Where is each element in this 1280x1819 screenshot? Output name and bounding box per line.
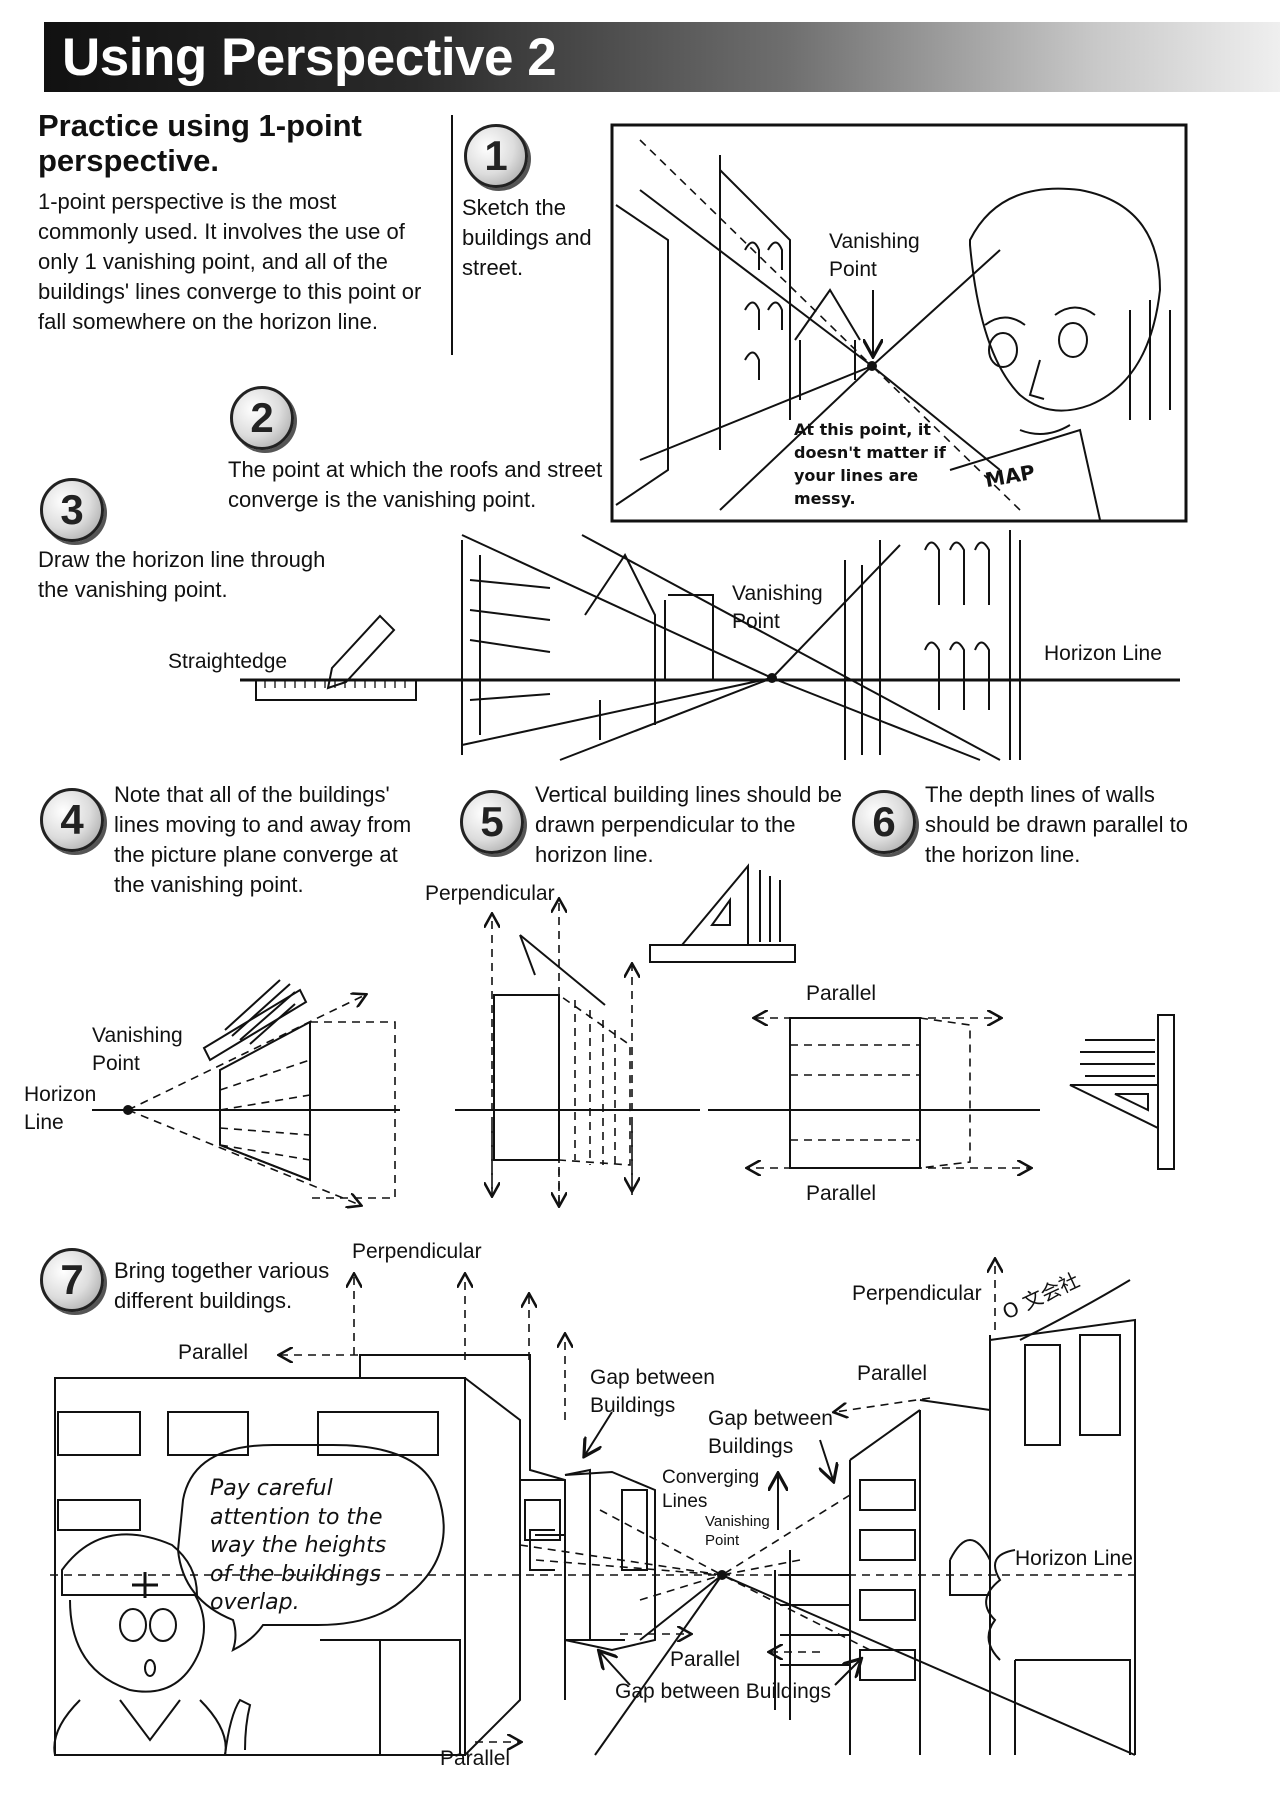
- converge-diagram: [92, 979, 400, 1205]
- helmet-icon: [61, 1533, 199, 1596]
- set-square-icon: [679, 863, 749, 946]
- gap-right-label: Gap between Buildings: [708, 1407, 833, 1458]
- title-banner: [44, 22, 1280, 92]
- intro-heading: Practice using 1-point perspective.: [38, 108, 362, 178]
- ruler-vertical-icon: [1157, 1014, 1175, 1170]
- intro-body: 1-point perspective is the most commonly…: [38, 189, 422, 334]
- perpendicular-diagram: [455, 863, 796, 1205]
- vanishing-point-dot-3: [767, 673, 777, 683]
- step-2-text: The point at which the roofs and street …: [228, 457, 603, 512]
- sketch-panel-lines: [615, 139, 1171, 521]
- scene-horizon-line-label: Horizon Line: [1015, 1547, 1133, 1570]
- set-square-icon-6: [1069, 1084, 1159, 1130]
- page-title: Using Perspective 2: [62, 28, 557, 87]
- step-badge-3: 3: [40, 478, 104, 542]
- step-badge-1: 1: [464, 124, 528, 188]
- pencil-icon: [326, 614, 396, 690]
- street-scene: [50, 1260, 1136, 1756]
- diagram-vanishing-point-label: Vanishing Point: [92, 1024, 183, 1075]
- step-badge-6: 6: [852, 790, 916, 854]
- step-5-text: Vertical building lines should be drawn …: [535, 782, 842, 867]
- step-badge-2: 2: [230, 386, 294, 450]
- sketch-panel-frame: [610, 123, 1188, 523]
- panel1-messy-note: At this point, it doesn't matter if your…: [794, 420, 946, 508]
- scene-parallel-top-right-label: Parallel: [857, 1362, 928, 1385]
- vanishing-point-dot-1: [867, 361, 877, 371]
- diagram-horizon-line-label: Horizon Line: [24, 1083, 97, 1134]
- vanishing-point-dot-7: [717, 1570, 727, 1580]
- ruler-icon: [202, 988, 308, 1062]
- gap-left-label: Gap between Buildings: [590, 1366, 715, 1417]
- step-4-text: Note that all of the buildings' lines mo…: [114, 782, 412, 897]
- straightedge: [255, 679, 417, 701]
- scene-parallel-bottom-center-label: Parallel: [670, 1648, 741, 1671]
- converging-lines-label: Converging Lines: [662, 1467, 760, 1512]
- step-3-text: Draw the horizon line through the vanish…: [38, 547, 326, 602]
- scene-vanishing-point-label: Vanishing Point: [705, 1513, 770, 1549]
- speech-bubble-text: Pay careful attention to the way the hei…: [210, 1476, 387, 1615]
- step-badge-4: 4: [40, 788, 104, 852]
- parallel-top-label: Parallel: [806, 982, 877, 1005]
- panel1-vanishing-point-label: Vanishing Point: [829, 230, 920, 281]
- step-7-text: Bring together various different buildin…: [114, 1258, 330, 1313]
- vanishing-point-dot-4: [123, 1105, 133, 1115]
- parallel-bottom-label: Parallel: [806, 1182, 877, 1205]
- step-6-text: The depth lines of walls should be drawn…: [925, 782, 1188, 867]
- step-badge-5: 5: [460, 790, 524, 854]
- straightedge-label: Straightedge: [168, 650, 288, 673]
- scene-perpendicular-right-label: Perpendicular: [852, 1282, 982, 1305]
- gap-bottom-label: Gap between Buildings: [615, 1680, 831, 1703]
- speech-bubble: [176, 1444, 445, 1652]
- panel3-horizon-line-label: Horizon Line: [1044, 642, 1162, 665]
- step-1-text: Sketch the buildings and street.: [462, 195, 592, 280]
- scene-parallel-bottom-left-label: Parallel: [440, 1747, 511, 1770]
- ruler-base-icon: [649, 944, 796, 963]
- horizon-panel: [240, 530, 1180, 761]
- scene-perpendicular-left-label: Perpendicular: [352, 1240, 482, 1263]
- scene-parallel-top-left-label: Parallel: [178, 1341, 249, 1364]
- panel3-vanishing-point-label: Vanishing Point: [732, 582, 823, 633]
- parallel-diagram: [708, 1014, 1175, 1170]
- perpendicular-label: Perpendicular: [425, 882, 555, 905]
- step-badge-7: 7: [40, 1248, 104, 1312]
